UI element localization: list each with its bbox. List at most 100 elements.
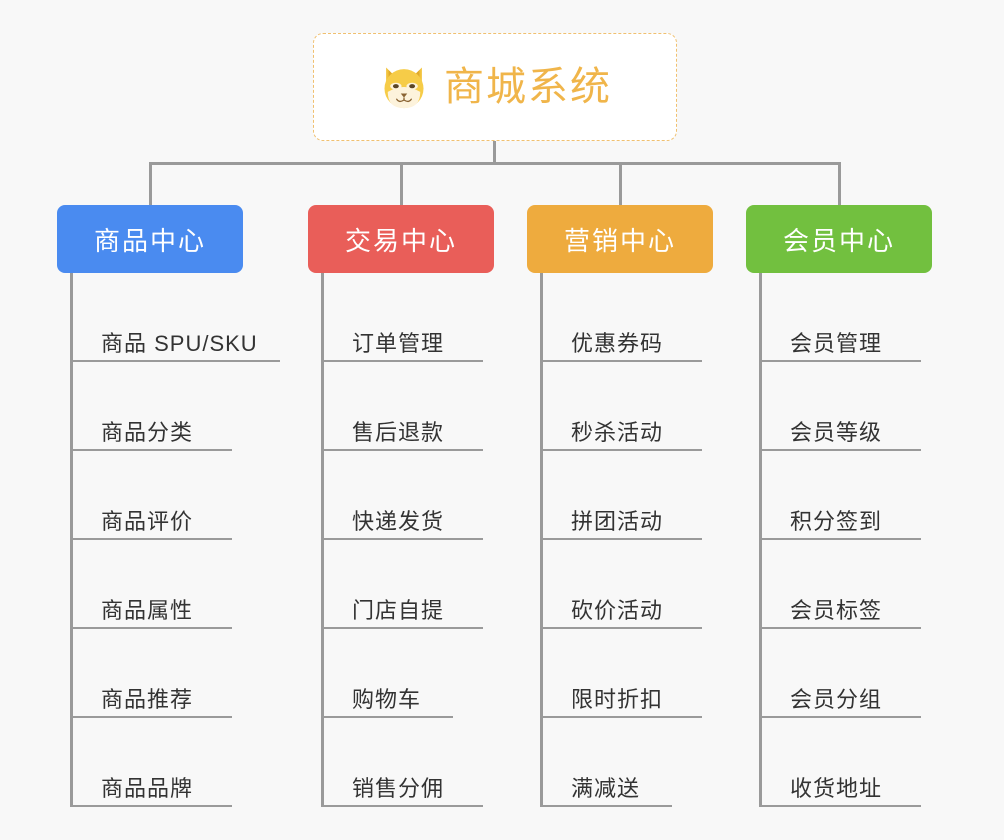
trunk-line-4 bbox=[759, 273, 762, 807]
list-item[interactable]: 砍价活动 bbox=[527, 540, 713, 629]
leaf-underline bbox=[759, 360, 921, 362]
trunk-line-1 bbox=[70, 273, 73, 807]
leaf-underline bbox=[540, 627, 702, 629]
list-item[interactable]: 秒杀活动 bbox=[527, 362, 713, 451]
list-item[interactable]: 商品评价 bbox=[57, 451, 258, 540]
leaf-label: 商品品牌 bbox=[101, 775, 194, 801]
leaf-list-2: 订单管理 售后退款 快递发货 门店自提 购物车 销售分佣 bbox=[308, 273, 494, 807]
list-item[interactable]: 商品推荐 bbox=[57, 629, 258, 718]
list-item[interactable]: 满减送 bbox=[527, 718, 713, 807]
list-item[interactable]: 会员等级 bbox=[746, 362, 932, 451]
list-item[interactable]: 商品品牌 bbox=[57, 718, 258, 807]
connector-drop-2 bbox=[400, 162, 403, 207]
category-header-1[interactable]: 商品中心 bbox=[57, 205, 243, 273]
category-column-会员中心: 会员中心 会员管理 会员等级 积分签到 会员标签 会员分组 bbox=[746, 205, 932, 807]
trunk-line-3 bbox=[540, 273, 543, 807]
list-item[interactable]: 优惠券码 bbox=[527, 273, 713, 362]
leaf-underline bbox=[540, 805, 672, 807]
leaf-label: 商品属性 bbox=[101, 597, 194, 623]
leaf-label: 商品 SPU/SKU bbox=[101, 330, 258, 356]
list-item[interactable]: 购物车 bbox=[308, 629, 494, 718]
category-label-2: 交易中心 bbox=[344, 225, 457, 256]
category-header-2[interactable]: 交易中心 bbox=[308, 205, 494, 273]
list-item[interactable]: 积分签到 bbox=[746, 451, 932, 540]
category-label-3: 营销中心 bbox=[563, 225, 676, 256]
leaf-underline bbox=[759, 449, 921, 451]
leaf-label: 积分签到 bbox=[790, 508, 883, 534]
leaf-label: 砍价活动 bbox=[571, 597, 664, 623]
list-item[interactable]: 商品分类 bbox=[57, 362, 258, 451]
leaf-underline bbox=[70, 360, 280, 362]
connector-drop-1 bbox=[149, 162, 152, 207]
leaf-list-4: 会员管理 会员等级 积分签到 会员标签 会员分组 收货地址 bbox=[746, 273, 932, 807]
list-item[interactable]: 收货地址 bbox=[746, 718, 932, 807]
leaf-underline bbox=[540, 449, 702, 451]
trunk-line-2 bbox=[321, 273, 324, 807]
connector-drop-4 bbox=[838, 162, 841, 207]
leaf-underline bbox=[540, 538, 702, 540]
list-item[interactable]: 销售分佣 bbox=[308, 718, 494, 807]
leaf-label: 收货地址 bbox=[790, 775, 883, 801]
leaf-list-3: 优惠券码 秒杀活动 拼团活动 砍价活动 限时折扣 满减送 bbox=[527, 273, 713, 807]
leaf-underline bbox=[540, 360, 702, 362]
leaf-list-1: 商品 SPU/SKU 商品分类 商品评价 商品属性 商品推荐 商品品牌 bbox=[57, 273, 280, 807]
leaf-label: 商品评价 bbox=[101, 508, 194, 534]
list-item[interactable]: 拼团活动 bbox=[527, 451, 713, 540]
leaf-label: 优惠券码 bbox=[571, 330, 664, 356]
leaf-label: 商品分类 bbox=[101, 419, 194, 445]
leaf-label: 订单管理 bbox=[352, 330, 445, 356]
connector-drop-3 bbox=[619, 162, 622, 207]
leaf-underline bbox=[321, 360, 483, 362]
list-item[interactable]: 会员分组 bbox=[746, 629, 932, 718]
leaf-label: 会员标签 bbox=[790, 597, 883, 623]
leaf-underline bbox=[321, 538, 483, 540]
list-item[interactable]: 商品属性 bbox=[57, 540, 258, 629]
leaf-label: 秒杀活动 bbox=[571, 419, 664, 445]
leaf-underline bbox=[70, 627, 232, 629]
leaf-label: 售后退款 bbox=[352, 419, 445, 445]
category-column-交易中心: 交易中心 订单管理 售后退款 快递发货 门店自提 购物车 bbox=[308, 205, 494, 807]
leaf-underline bbox=[70, 449, 232, 451]
category-column-商品中心: 商品中心 商品 SPU/SKU 商品分类 商品评价 商品属性 商品推荐 bbox=[57, 205, 280, 807]
connector-horizontal-bus bbox=[149, 162, 841, 165]
leaf-label: 会员管理 bbox=[790, 330, 883, 356]
leaf-label: 会员分组 bbox=[790, 686, 883, 712]
list-item[interactable]: 会员标签 bbox=[746, 540, 932, 629]
root-node[interactable]: 商城系统 bbox=[313, 33, 677, 141]
root-title: 商城系统 bbox=[444, 65, 612, 109]
list-item[interactable]: 快递发货 bbox=[308, 451, 494, 540]
leaf-underline bbox=[321, 449, 483, 451]
leaf-label: 门店自提 bbox=[352, 597, 445, 623]
leaf-underline bbox=[70, 805, 232, 807]
leaf-underline bbox=[321, 805, 483, 807]
leaf-underline bbox=[759, 538, 921, 540]
leaf-underline bbox=[321, 627, 483, 629]
leaf-underline bbox=[70, 538, 232, 540]
list-item[interactable]: 门店自提 bbox=[308, 540, 494, 629]
leaf-underline bbox=[540, 716, 702, 718]
list-item[interactable]: 售后退款 bbox=[308, 362, 494, 451]
leaf-label: 快递发货 bbox=[352, 508, 445, 534]
list-item[interactable]: 订单管理 bbox=[308, 273, 494, 362]
leaf-underline bbox=[321, 716, 453, 718]
category-label-4: 会员中心 bbox=[782, 225, 895, 256]
leaf-underline bbox=[759, 716, 921, 718]
leaf-label: 会员等级 bbox=[790, 419, 883, 445]
category-label-1: 商品中心 bbox=[93, 225, 206, 256]
list-item[interactable]: 商品 SPU/SKU bbox=[57, 273, 280, 362]
leaf-label: 商品推荐 bbox=[101, 686, 194, 712]
leaf-label: 销售分佣 bbox=[352, 775, 445, 801]
leaf-underline bbox=[759, 805, 921, 807]
leaf-underline bbox=[759, 627, 921, 629]
leaf-label: 限时折扣 bbox=[571, 686, 664, 712]
category-header-3[interactable]: 营销中心 bbox=[527, 205, 713, 273]
shiba-dog-face-icon bbox=[384, 67, 424, 109]
connector-root-stub bbox=[493, 141, 496, 165]
category-header-4[interactable]: 会员中心 bbox=[746, 205, 932, 273]
leaf-underline bbox=[70, 716, 232, 718]
category-column-营销中心: 营销中心 优惠券码 秒杀活动 拼团活动 砍价活动 限时折扣 bbox=[527, 205, 713, 807]
list-item[interactable]: 会员管理 bbox=[746, 273, 932, 362]
leaf-label: 购物车 bbox=[352, 686, 422, 712]
list-item[interactable]: 限时折扣 bbox=[527, 629, 713, 718]
